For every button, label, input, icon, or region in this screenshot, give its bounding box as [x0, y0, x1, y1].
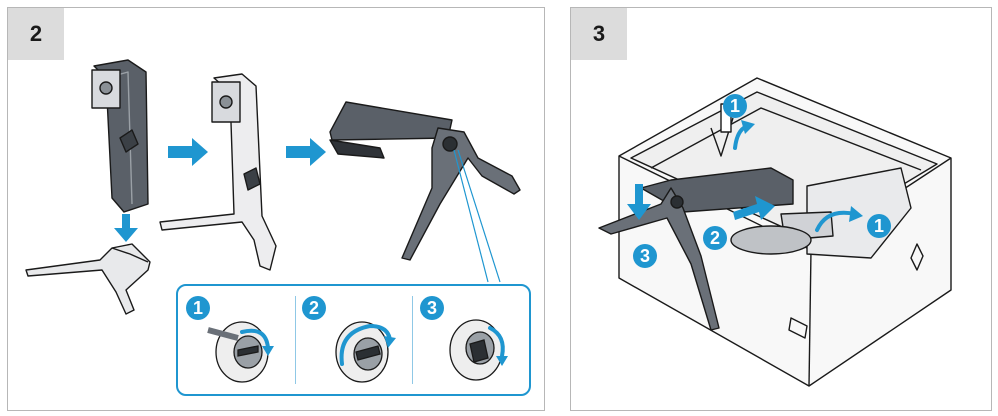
stand-assembly-illustration	[25, 59, 521, 315]
monitor-box-illustration	[598, 77, 952, 387]
rotate-arrow-icon	[240, 328, 270, 350]
step-2-panel: 2	[7, 7, 545, 411]
step-3-panel: 3	[570, 7, 992, 411]
arrow-icons	[114, 138, 326, 242]
rotate-arrow-icon	[339, 323, 392, 366]
attached-stand-illustration	[598, 167, 794, 331]
arrow-right-icon	[168, 138, 208, 166]
callout-step-1: 1	[186, 296, 210, 320]
assembled-stand-illustration	[159, 73, 277, 271]
callout-step-2: 2	[703, 226, 727, 250]
stand-base-illustration	[25, 243, 151, 315]
arrow-right-icon	[733, 196, 775, 220]
knob-detail-callout: 1 2 3	[176, 284, 531, 396]
callout-step-3: 3	[420, 296, 444, 320]
rotate-arrow-icon	[488, 326, 505, 358]
arrow-down-icon	[627, 184, 651, 220]
arrow-right-icon	[286, 138, 326, 166]
callout-leader-lines	[453, 149, 501, 283]
step-number-badge: 3	[571, 8, 627, 60]
callout-divider	[412, 296, 413, 384]
stand-with-mount-illustration	[329, 101, 521, 261]
step-number-badge: 2	[8, 8, 64, 60]
callout-step-3: 3	[633, 244, 657, 268]
arrow-down-icon	[114, 214, 138, 242]
callout-step-2: 2	[302, 296, 326, 320]
callout-step-1-top: 1	[723, 94, 747, 118]
direction-arrows	[627, 184, 775, 220]
knob-illustrations	[207, 319, 508, 383]
callout-step-1-right: 1	[867, 214, 891, 238]
callout-divider	[295, 296, 296, 384]
stand-neck-illustration	[91, 59, 149, 213]
